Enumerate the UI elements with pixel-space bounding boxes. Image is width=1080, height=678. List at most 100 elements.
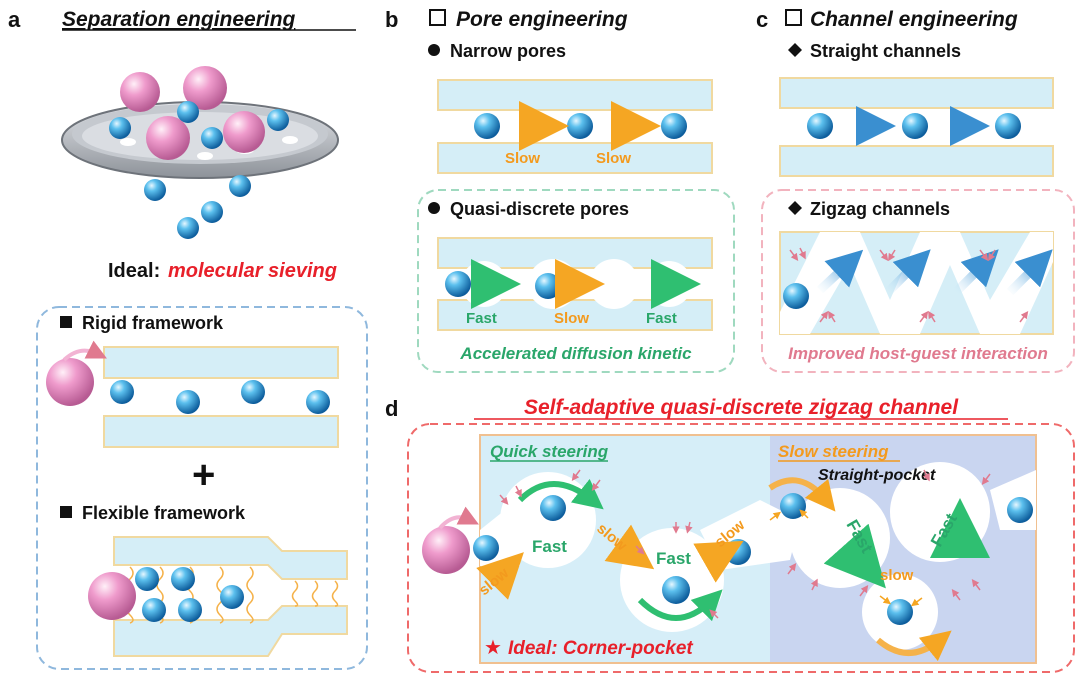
blue-molecule xyxy=(445,271,471,297)
blue-molecule xyxy=(171,567,195,591)
blue-molecule xyxy=(144,179,166,201)
panel-c: c Channel engineering Straight channels … xyxy=(756,7,1075,373)
orange-curve-arrow xyxy=(876,630,952,662)
panel-c-caption: Improved host-guest interaction xyxy=(788,344,1048,363)
sieve-molecules xyxy=(109,66,289,239)
blue-molecule xyxy=(109,117,131,139)
blue-molecule xyxy=(220,585,244,609)
straight-pocket-label: Straight-pocket xyxy=(818,467,936,484)
rigid-label: Rigid framework xyxy=(82,313,224,333)
blue-arrow xyxy=(884,249,931,296)
bounce-arrow xyxy=(438,506,479,530)
orange-arrow xyxy=(693,540,744,583)
blue-molecule xyxy=(995,113,1021,139)
blue-molecule xyxy=(201,127,223,149)
blue-molecule xyxy=(306,390,330,414)
panel-c-title: Channel engineering xyxy=(810,8,1018,31)
green-arrow xyxy=(823,523,886,589)
orange-arrow xyxy=(476,552,524,600)
star-icon: ★ xyxy=(484,637,502,659)
blue-molecule xyxy=(473,535,499,561)
pocket-interaction-arrows xyxy=(499,469,991,619)
panel-b-title: Pore engineering xyxy=(456,8,628,31)
pink-molecule xyxy=(146,116,190,160)
narrow-label: Narrow pores xyxy=(450,41,566,61)
rigid-bullet xyxy=(60,316,72,328)
panel-d: d Self-adaptive quasi-discrete zigzag ch… xyxy=(385,396,1075,673)
blue-molecule xyxy=(135,567,159,591)
pink-molecule xyxy=(88,572,136,620)
pink-molecule xyxy=(120,72,160,112)
panel-b-caption: Accelerated diffusion kinetic xyxy=(459,344,692,363)
zigzag-channel xyxy=(779,231,1054,335)
sieve-dish xyxy=(61,101,339,179)
zigzag-label: Zigzag channels xyxy=(810,199,950,219)
straight-label: Straight channels xyxy=(810,41,961,61)
panel-a: a Separation engineering xyxy=(8,7,368,670)
ideal-corner-label: Ideal: Corner-pocket xyxy=(508,638,693,659)
panel-d-title: Self-adaptive quasi-discrete zigzag chan… xyxy=(524,396,959,419)
slow-label: Slow xyxy=(505,150,540,167)
straight-bullet-icon xyxy=(788,43,802,57)
blue-arrow xyxy=(952,249,999,296)
blue-molecule xyxy=(229,175,251,197)
pink-molecule xyxy=(223,111,265,153)
blue-molecule xyxy=(241,380,265,404)
green-curve-arrow xyxy=(637,589,723,622)
blue-molecule xyxy=(110,380,134,404)
blue-molecule xyxy=(807,113,833,139)
blue-molecule xyxy=(142,598,166,622)
ideal-value: molecular sieving xyxy=(168,260,337,282)
fast-label: Fast xyxy=(656,549,691,568)
blue-molecule xyxy=(177,217,199,239)
flexible-channel xyxy=(88,536,348,657)
blue-molecule xyxy=(662,576,690,604)
fast-label: Fast xyxy=(466,310,497,327)
straight-channel xyxy=(779,77,1054,177)
panel-c-letter: c xyxy=(756,7,768,32)
pore-void xyxy=(589,259,639,309)
blue-molecule xyxy=(177,101,199,123)
quick-steering-label: Quick steering xyxy=(490,442,609,461)
quasi-label: Quasi-discrete pores xyxy=(450,199,629,219)
zigzag-box xyxy=(761,189,1075,373)
slow-steering-label: Slow steering xyxy=(778,442,889,461)
orange-curve-arrow xyxy=(768,477,836,512)
panel-a-letter: a xyxy=(8,7,21,32)
narrow-channel xyxy=(437,79,713,174)
panel-b-checkbox-icon xyxy=(429,9,446,26)
slow-label: slow xyxy=(880,567,914,584)
blue-molecule xyxy=(1007,497,1033,523)
blue-molecule xyxy=(474,113,500,139)
quasi-bullet xyxy=(428,202,440,214)
panel-a-title: Separation engineering xyxy=(62,8,296,31)
bounce-arrow xyxy=(62,340,107,362)
pink-molecule xyxy=(422,526,470,574)
pink-molecule xyxy=(183,66,227,110)
blue-molecule xyxy=(176,390,200,414)
zigzag-bullet-icon xyxy=(788,201,802,215)
panel-b-letter: b xyxy=(385,7,398,32)
blue-molecule xyxy=(267,109,289,131)
interaction-arrows xyxy=(789,247,1029,323)
blue-molecule xyxy=(780,493,806,519)
blue-molecule xyxy=(535,273,561,299)
blue-molecule xyxy=(567,113,593,139)
blue-arrow xyxy=(816,249,864,294)
blue-molecule xyxy=(887,599,913,625)
rigid-channel xyxy=(46,340,339,448)
panel-d-box xyxy=(407,423,1075,673)
slow-label: Slow xyxy=(554,310,589,327)
blue-molecule xyxy=(783,283,809,309)
orange-arrow xyxy=(604,524,655,570)
narrow-bullet xyxy=(428,44,440,56)
panel-b: b Pore engineering Narrow pores Slow Slo… xyxy=(385,7,735,373)
quasi-discrete-box xyxy=(417,189,735,373)
blue-arrow xyxy=(1006,249,1053,296)
blue-molecule xyxy=(902,113,928,139)
plus-sign: + xyxy=(192,453,215,497)
flexible-label: Flexible framework xyxy=(82,503,246,523)
panel-d-letter: d xyxy=(385,396,398,421)
slow-pocket-arrows xyxy=(769,509,923,607)
